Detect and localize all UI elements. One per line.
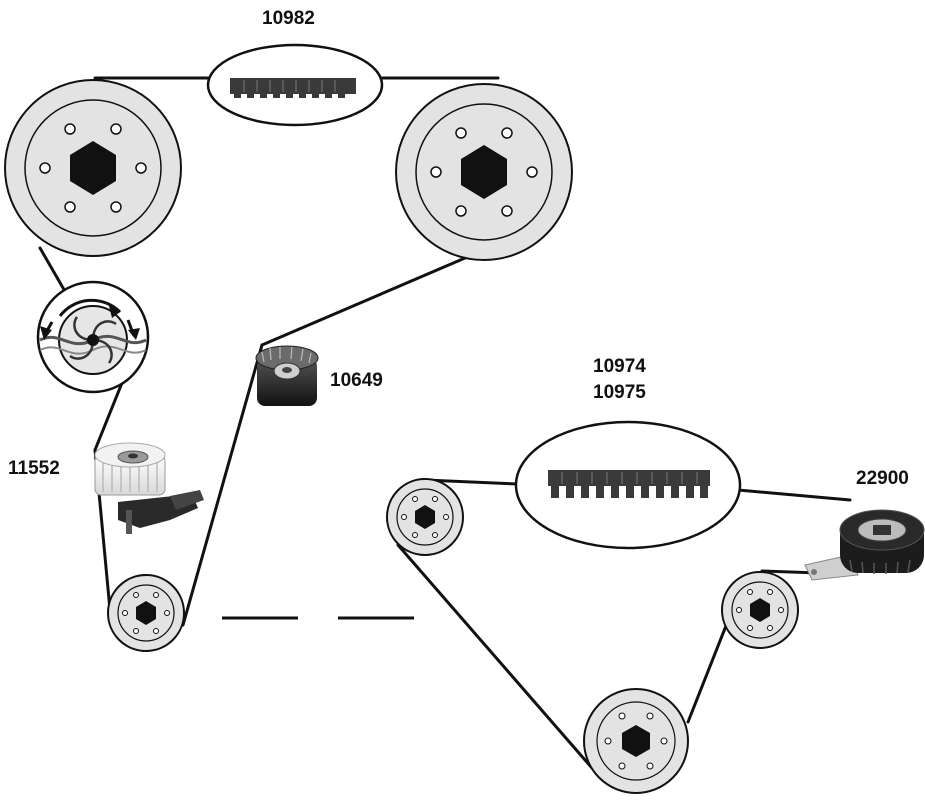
hex-bolt-icon (461, 145, 507, 199)
camshaft-pulley-right (395, 83, 573, 261)
part-number-belt-top: 10982 (262, 8, 315, 29)
camshaft-pulley-left (4, 79, 182, 257)
part-number-tensioner-right: 22900 (856, 468, 909, 489)
hex-bolt-icon (70, 141, 116, 195)
tensioner-pulley-left-icon (94, 442, 204, 534)
idler-roller-icon (255, 345, 319, 406)
water-pump-icon (36, 280, 150, 394)
hex-bolt-icon (415, 505, 435, 529)
timing-belt-icon (548, 470, 710, 498)
tensioner-pulley-right-icon (804, 509, 925, 581)
part-number-belt-right-b: 10975 (593, 382, 646, 403)
pulley-right-system-right (721, 571, 799, 649)
part-number-belt-right-a: 10974 (593, 356, 646, 377)
pulley-right-system-upper-left (386, 478, 464, 556)
part-number-idler-roller: 10649 (330, 370, 383, 391)
part-number-tensioner-left: 11552 (8, 458, 60, 479)
timing-belt-icon (230, 78, 356, 98)
belt-callout-top (206, 43, 384, 127)
crankshaft-pulley-left (107, 574, 185, 652)
hex-bolt-icon (750, 598, 770, 622)
hex-bolt-icon (136, 601, 156, 625)
pulley-right-system-bottom (583, 688, 689, 794)
belt-callout-right (514, 420, 742, 550)
hex-bolt-icon (622, 725, 650, 757)
